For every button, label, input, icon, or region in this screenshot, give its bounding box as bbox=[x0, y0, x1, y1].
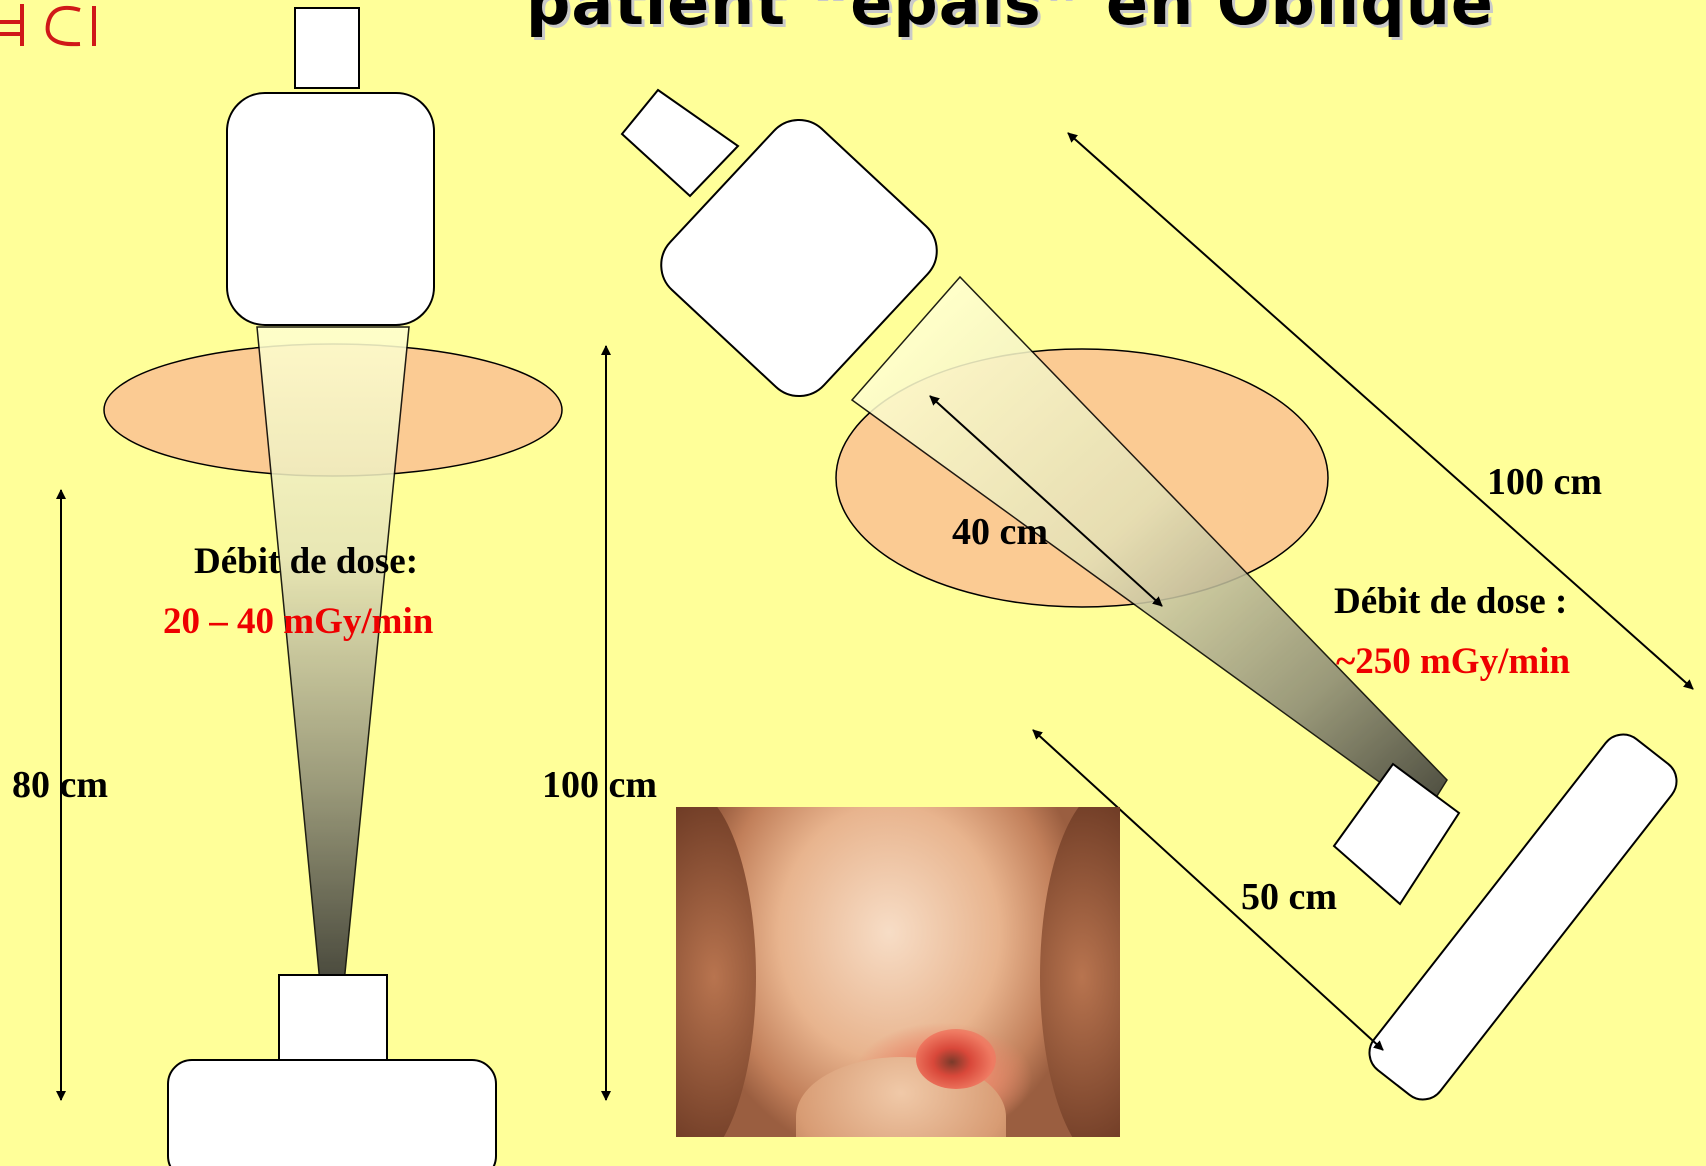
left-tube-housing bbox=[295, 8, 359, 88]
left-xray-beam bbox=[257, 327, 409, 983]
left-detector bbox=[279, 975, 387, 1065]
right-distance-100cm: 100 cm bbox=[1487, 460, 1602, 504]
right-tube-housing bbox=[622, 90, 738, 196]
left-distance-100cm: 100 cm bbox=[542, 763, 657, 807]
left-dose-rate-label: Débit de dose: bbox=[194, 540, 418, 583]
left-xray-source bbox=[227, 93, 434, 325]
right-distance-50cm: 50 cm bbox=[1241, 875, 1337, 919]
right-dose-rate-label: Débit de dose : bbox=[1334, 580, 1567, 623]
right-dose-rate-value: ~250 mGy/min bbox=[1336, 640, 1570, 683]
skin-burn-photo bbox=[676, 807, 1120, 1137]
left-view bbox=[61, 8, 606, 1166]
right-distance-40cm: 40 cm bbox=[952, 510, 1048, 554]
left-distance-80cm: 80 cm bbox=[12, 763, 108, 807]
left-table bbox=[168, 1060, 496, 1166]
left-dose-rate-value: 20 – 40 mGy/min bbox=[163, 600, 433, 643]
burn-lesion bbox=[916, 1029, 996, 1089]
